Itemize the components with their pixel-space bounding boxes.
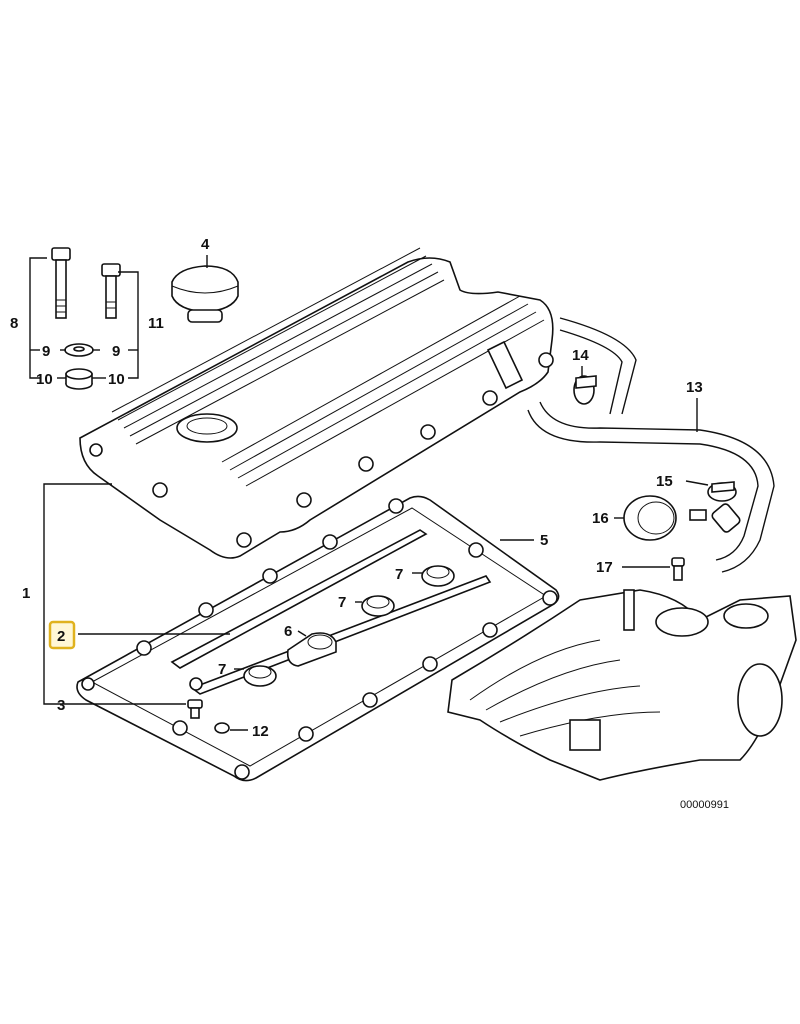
spark-plug-seal-7-b[interactable] (361, 595, 395, 617)
callout-11[interactable]: 11 (148, 315, 164, 332)
seal-6[interactable] (286, 632, 337, 667)
pressure-control-valve-16[interactable] (623, 495, 707, 541)
callout-14[interactable]: 14 (572, 347, 589, 364)
oil-filler-cap-4[interactable] (171, 265, 239, 323)
callout-15[interactable]: 15 (656, 473, 673, 490)
callout-8[interactable]: 8 (10, 315, 18, 332)
callout-1[interactable]: 1 (22, 585, 30, 602)
seal-12[interactable] (214, 722, 230, 734)
callout-2-highlight (48, 620, 76, 650)
callout-16[interactable]: 16 (592, 510, 609, 527)
callout-17[interactable]: 17 (596, 559, 613, 576)
washer-9[interactable] (64, 343, 94, 357)
intake-manifold (447, 589, 797, 781)
callout-9-right[interactable]: 9 (112, 343, 120, 360)
callout-4[interactable]: 4 (201, 236, 210, 253)
callout-5[interactable]: 5 (540, 532, 548, 549)
hose-clamp-14[interactable] (573, 375, 597, 405)
screw-17[interactable] (671, 557, 685, 581)
callout-9-left[interactable]: 9 (42, 343, 50, 360)
vent-hose-13[interactable] (527, 317, 775, 573)
bolt-11[interactable] (101, 263, 121, 319)
spark-plug-seal-7-c[interactable] (243, 665, 277, 687)
callout-7-c[interactable]: 7 (218, 661, 226, 678)
callout-3[interactable]: 3 (57, 697, 65, 714)
screw-3[interactable] (187, 699, 203, 719)
grommet-10[interactable] (65, 368, 93, 390)
callout-7-b[interactable]: 7 (338, 594, 346, 611)
callout-10-right[interactable]: 10 (108, 371, 125, 388)
hose-clamp-15[interactable] (707, 481, 737, 502)
spark-plug-seal-7-a[interactable] (421, 565, 455, 587)
diagram-reference-code: 00000991 (680, 799, 729, 811)
callout-6[interactable]: 6 (284, 623, 292, 640)
callout-13[interactable]: 13 (686, 379, 703, 396)
bolt-8[interactable] (51, 247, 71, 319)
callout-12[interactable]: 12 (252, 723, 269, 740)
callout-7-a[interactable]: 7 (395, 566, 403, 583)
callout-10-left[interactable]: 10 (36, 371, 53, 388)
callout-2[interactable]: 2 (57, 628, 65, 645)
cylinder-head-cover[interactable] (79, 247, 554, 559)
